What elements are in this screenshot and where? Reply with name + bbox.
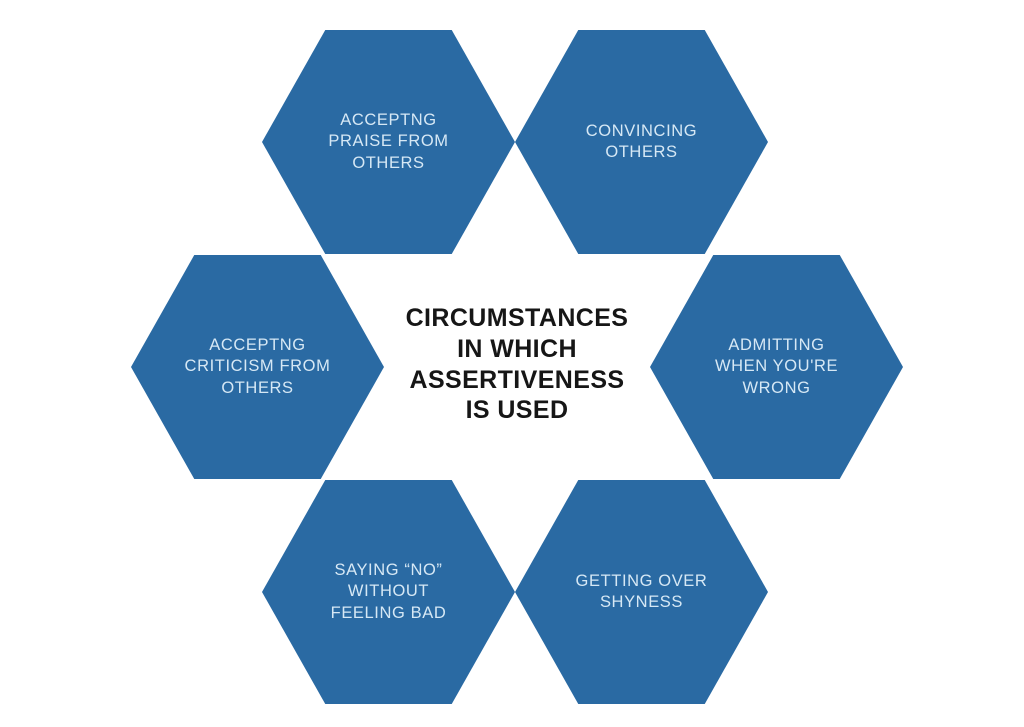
hexagon-accepting-criticism: ACCEPTNG CRITICISM FROM OTHERS (131, 255, 384, 479)
diagram-title: CIRCUMSTANCES IN WHICH ASSERTIVENESS IS … (405, 304, 629, 425)
hexagon-accepting-praise: ACCEPTNG PRAISE FROM OTHERS (262, 30, 515, 254)
hexagon-label-saying-no: SAYING “NO” WITHOUT FEELING BAD (330, 560, 447, 622)
hexagon-admitting-wrong: ADMITTING WHEN YOU'RE WRONG (650, 255, 903, 479)
hexagon-getting-over-shyness: GETTING OVER SHYNESS (515, 480, 768, 704)
hexagon-label-getting-over-shyness: GETTING OVER SHYNESS (575, 571, 708, 611)
hexagon-convincing-others: CONVINCING OTHERS (515, 30, 768, 254)
hexagon-label-admitting-wrong: ADMITTING WHEN YOU'RE WRONG (714, 335, 839, 397)
hexagon-label-accepting-praise: ACCEPTNG PRAISE FROM OTHERS (328, 110, 449, 172)
hexagon-saying-no: SAYING “NO” WITHOUT FEELING BAD (262, 480, 515, 704)
hexagon-label-accepting-criticism: ACCEPTNG CRITICISM FROM OTHERS (184, 335, 331, 397)
hexagon-label-convincing-others: CONVINCING OTHERS (585, 121, 698, 161)
